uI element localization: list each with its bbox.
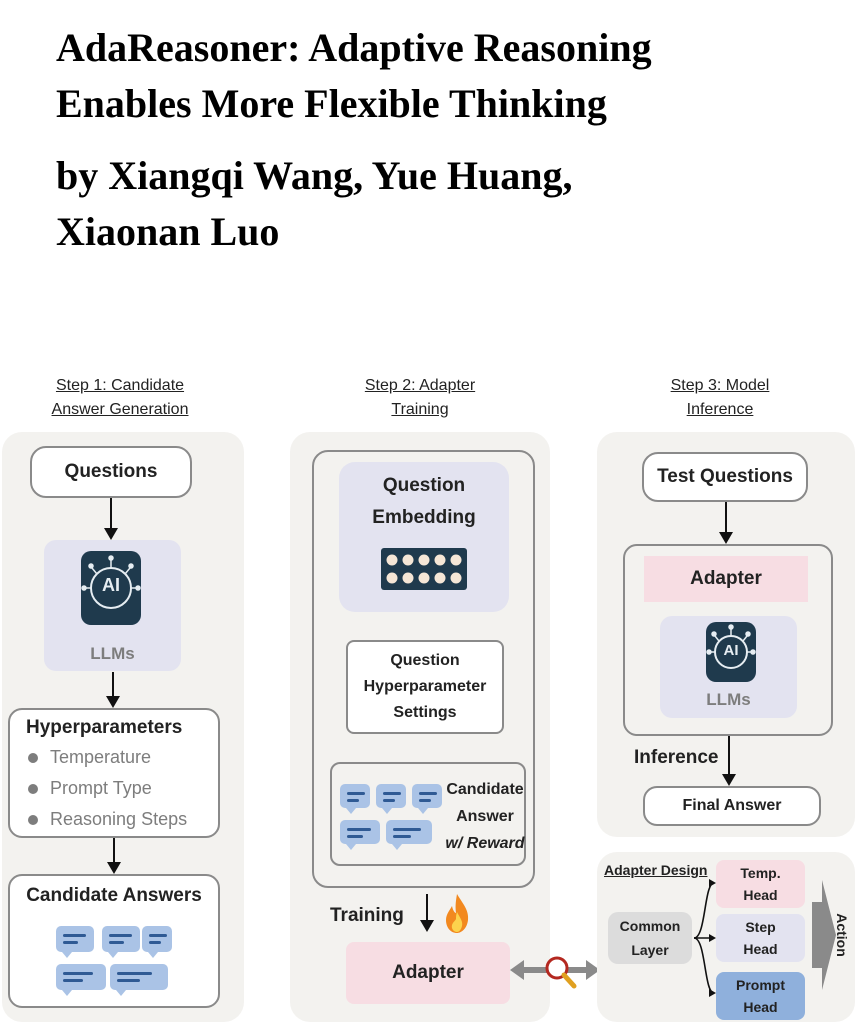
step2-heading-line2: Training bbox=[391, 401, 449, 418]
settings-line1: Question bbox=[390, 652, 460, 669]
cand-line2: Answer bbox=[456, 808, 514, 825]
llms-label-step3: LLMs bbox=[706, 690, 751, 709]
model-container bbox=[623, 544, 833, 736]
candidate-answers-label: Candidate Answers bbox=[26, 885, 202, 906]
test-questions-box: Test Questions bbox=[642, 452, 808, 502]
hyperparameters-box: Hyperparameters Temperature Prompt Type … bbox=[8, 708, 220, 838]
hyperparameters-label: Hyperparameters bbox=[26, 717, 183, 738]
arrow-hyper-to-candidates bbox=[107, 838, 121, 874]
arrow-questions-to-llm bbox=[104, 498, 118, 540]
answer-chip-icon bbox=[340, 784, 370, 814]
step-line2: Head bbox=[743, 941, 778, 957]
training-label: Training bbox=[330, 905, 404, 926]
zoom-connector-icon bbox=[510, 950, 600, 995]
final-answer-box: Final Answer bbox=[643, 786, 821, 826]
question-embedding-card: Question Embedding bbox=[339, 462, 509, 612]
adapter-box-step3: Adapter bbox=[644, 556, 808, 602]
step1-heading-line1: Step 1: Candidate bbox=[55, 377, 185, 394]
answer-chip-icon bbox=[110, 964, 168, 996]
hyper-item-reasoning-steps-text: Reasoning Steps bbox=[50, 809, 188, 829]
hyper-item-temperature-text: Temperature bbox=[50, 747, 152, 767]
hyper-item-reasoning-steps: Reasoning Steps bbox=[28, 804, 218, 835]
cand-line3: w/ Reward bbox=[445, 835, 525, 852]
questions-label: Questions bbox=[64, 461, 158, 482]
hyperparameter-settings-box: Question Hyperparameter Settings bbox=[346, 640, 504, 734]
candidate-reward-label: Candidate Answer w/ Reward bbox=[442, 776, 528, 857]
authors-line2: Xiaonan Luo bbox=[56, 209, 280, 254]
inference-label: Inference bbox=[634, 747, 719, 768]
answer-chip-icon bbox=[412, 784, 442, 814]
arrow-llm-to-hyper bbox=[106, 672, 120, 708]
hyper-item-prompt-type: Prompt Type bbox=[28, 773, 218, 804]
candidate-reward-box: Candidate Answer w/ Reward bbox=[330, 762, 526, 866]
embed-line2: Embedding bbox=[372, 507, 476, 528]
paper-title-line1: AdaReasoner: Adaptive Reasoning bbox=[56, 25, 652, 70]
step-head-box: Step Head bbox=[716, 914, 805, 962]
embed-line1: Question bbox=[382, 475, 466, 496]
temp-line1: Temp. bbox=[740, 865, 781, 881]
ai-brain-icon bbox=[706, 622, 756, 682]
step2-heading-line1: Step 2: Adapter bbox=[364, 377, 476, 394]
llms-label-step1: LLMs bbox=[90, 644, 135, 663]
step1-heading-line2: Answer Generation bbox=[51, 401, 189, 418]
answer-chip-icon bbox=[376, 784, 406, 814]
cand-line1: Candidate bbox=[446, 781, 524, 798]
prompt-head-box: Prompt Head bbox=[716, 972, 805, 1020]
ai-icon-text: AI bbox=[723, 642, 739, 659]
hyper-item-temperature: Temperature bbox=[28, 742, 218, 773]
temp-head-box: Temp. Head bbox=[716, 860, 805, 908]
action-arrow-icon bbox=[812, 880, 836, 990]
ai-brain-icon bbox=[81, 551, 141, 625]
final-answer-label: Final Answer bbox=[682, 797, 782, 814]
flame-icon bbox=[444, 892, 470, 939]
step3-heading-line2: Inference bbox=[686, 401, 754, 418]
questions-box: Questions bbox=[30, 446, 192, 498]
temp-line2: Head bbox=[743, 887, 778, 903]
arrow-inference-down bbox=[722, 736, 736, 786]
answer-chip-icon bbox=[102, 926, 140, 958]
step3-heading: Step 3: Model Inference bbox=[620, 374, 820, 422]
adapter-label-step3: Adapter bbox=[690, 568, 762, 589]
arrow-test-to-model bbox=[719, 502, 733, 544]
adapter-box-step2: Adapter bbox=[346, 942, 510, 1004]
hyperparameter-list: Temperature Prompt Type Reasoning Steps bbox=[10, 742, 218, 835]
candidate-answers-box: Candidate Answers bbox=[8, 874, 220, 1008]
question-embedding-label: Question Embedding bbox=[339, 462, 509, 534]
ai-icon-text: AI bbox=[102, 575, 120, 595]
common-layer-box: Common Layer bbox=[608, 912, 692, 964]
authors-line1: by Xiangqi Wang, Yue Huang, bbox=[56, 153, 573, 198]
training-data-container bbox=[312, 450, 535, 888]
hyper-item-prompt-type-text: Prompt Type bbox=[50, 778, 152, 798]
step3-heading-line1: Step 3: Model bbox=[670, 377, 770, 394]
step-line1: Step bbox=[745, 919, 776, 935]
arrow-training-down bbox=[420, 894, 434, 932]
step2-heading: Step 2: Adapter Training bbox=[320, 374, 520, 422]
answer-chip-icon bbox=[56, 964, 106, 996]
action-label: Action bbox=[833, 913, 850, 957]
answer-chip-icon bbox=[386, 820, 432, 850]
paper-title-line2: Enables More Flexible Thinking bbox=[56, 81, 607, 126]
branch-arrows bbox=[693, 879, 716, 997]
settings-line3: Settings bbox=[393, 704, 457, 721]
prompt-line2: Head bbox=[743, 999, 778, 1015]
answer-chip-icon bbox=[142, 926, 172, 958]
adapter-label-step2: Adapter bbox=[392, 962, 464, 983]
answer-chip-icon bbox=[56, 926, 94, 958]
embedding-vector-icon bbox=[381, 548, 467, 590]
answer-chip-icon bbox=[340, 820, 380, 850]
settings-line2: Hyperparameter bbox=[363, 678, 487, 695]
common-line2: Layer bbox=[631, 942, 669, 958]
prompt-line1: Prompt bbox=[736, 977, 785, 993]
adapter-design-title: Adapter Design bbox=[604, 862, 708, 878]
common-line1: Common bbox=[619, 918, 681, 934]
test-questions-label: Test Questions bbox=[657, 466, 793, 487]
step1-heading: Step 1: Candidate Answer Generation bbox=[20, 374, 220, 422]
